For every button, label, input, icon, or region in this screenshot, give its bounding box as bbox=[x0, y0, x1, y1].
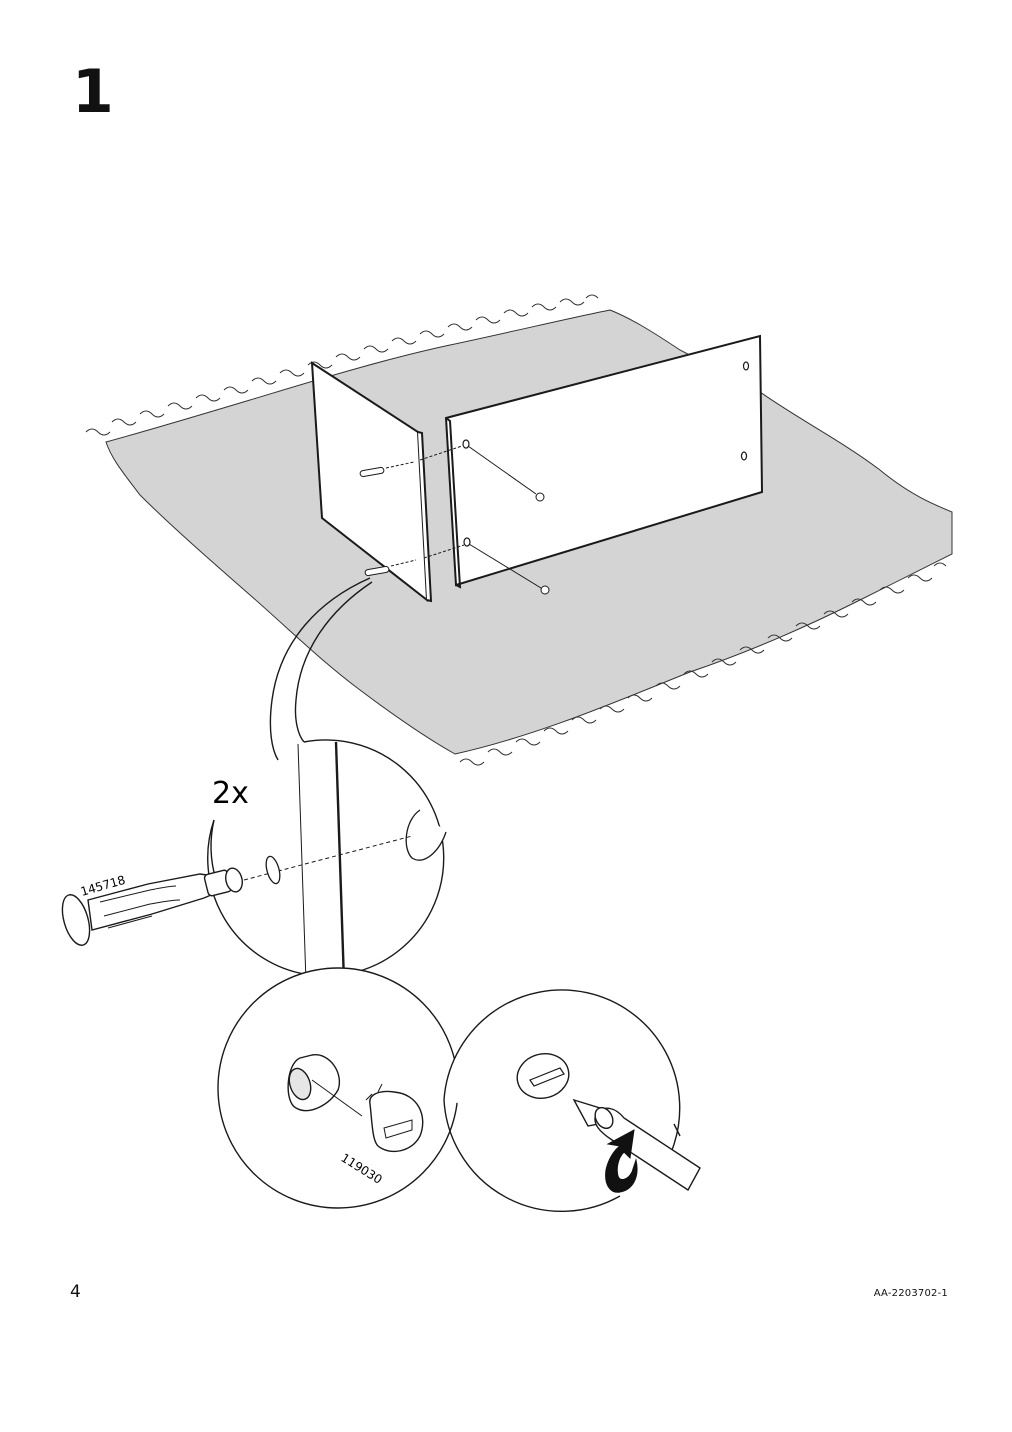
quantity-label: 2x bbox=[212, 776, 249, 811]
side-panel bbox=[310, 361, 433, 603]
step-number: 1 bbox=[72, 57, 114, 127]
zoom-connector bbox=[269, 577, 373, 761]
rug-fringe-top bbox=[85, 294, 599, 436]
rug-fringe-bottom bbox=[459, 562, 947, 766]
rotate-arrow-icon bbox=[605, 1129, 638, 1193]
dowels bbox=[359, 445, 550, 595]
dowel-pin bbox=[61, 867, 243, 946]
detail-circle-cam bbox=[217, 967, 459, 1209]
detail-circle-screwdriver bbox=[443, 989, 701, 1213]
document-code: AA-2203702-1 bbox=[873, 1288, 948, 1299]
page-number: 4 bbox=[70, 1282, 81, 1302]
main-panel bbox=[444, 334, 764, 589]
